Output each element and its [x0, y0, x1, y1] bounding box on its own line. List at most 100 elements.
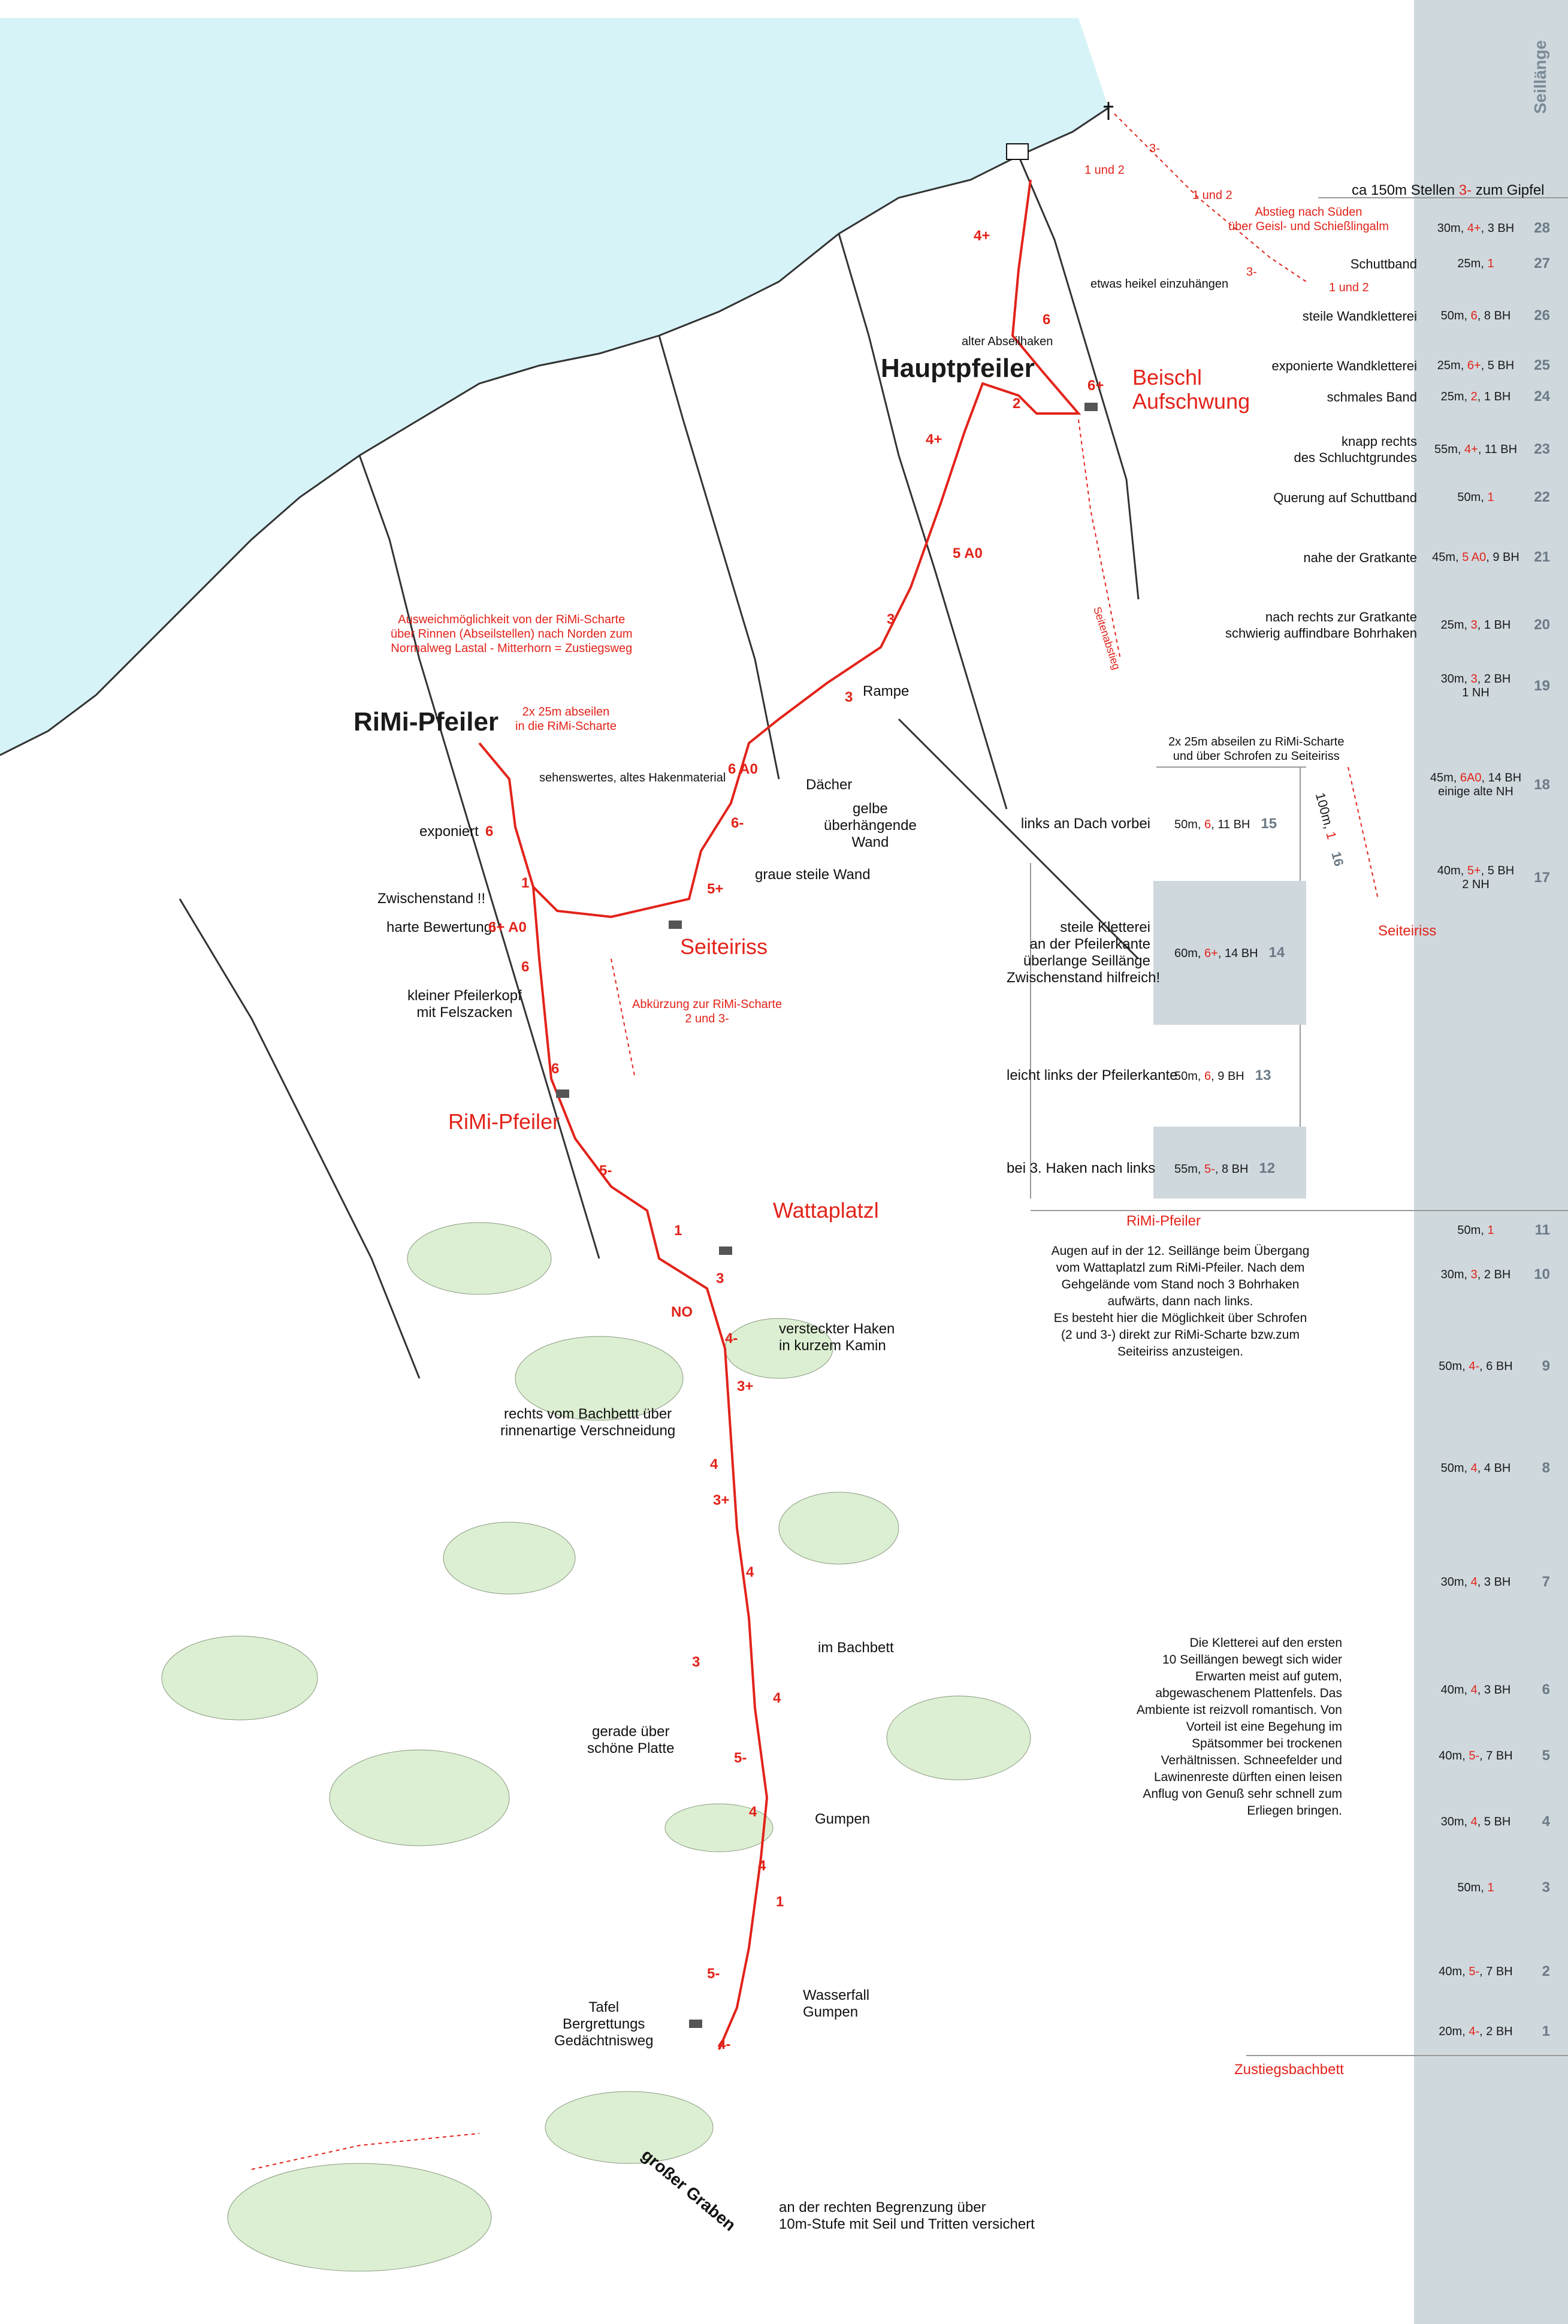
route-grade: 3+ [713, 1492, 730, 1508]
rimi-pitch-shading [1153, 881, 1306, 1199]
route-grade: 1 [521, 875, 530, 891]
rimi-header: 2x 25m abseilen zu RiMi-Scharte und über… [1168, 735, 1345, 763]
route-grade: 6 [1043, 312, 1051, 328]
pitch-row-shading [1414, 1426, 1568, 1510]
pitch-number: 7 [1542, 1574, 1550, 1590]
pitch-number: 25 [1534, 357, 1550, 373]
pitch-grade: 6A0 [1460, 771, 1482, 784]
pitch-grade: 4 [1470, 1575, 1478, 1589]
pitch-info: 20m, 4-, 2 BH [1439, 2024, 1513, 2038]
pitch-info: 40m, 5-, 7 BH [1439, 1749, 1513, 1762]
sky-area [0, 18, 1108, 755]
route-grade: 3 [845, 689, 853, 705]
pitch-number: 3 [1542, 1879, 1550, 1896]
summit-note: ca 150m Stellen 3- zum Gipfel [1352, 182, 1545, 198]
abkuerzung-note: Abkürzung zur RiMi-Scharte 2 und 3- [632, 998, 783, 1025]
pitch-row-shading [1414, 1256, 1568, 1293]
route-grade: 4 [758, 1858, 766, 1874]
descent-grade-b: 3- [1246, 265, 1257, 279]
pitch-grade: 1 [1487, 1223, 1494, 1237]
pitch-grade: 2 [1470, 390, 1478, 403]
pitch-row-2: 40m, 5-, 7 BH 2 [1366, 1942, 1568, 2002]
tafel-label: Tafel Bergrettungs Gedächtnisweg [554, 1999, 654, 2049]
pitch-row-26: 50m, 6, 8 BH 26 [1366, 294, 1568, 338]
pitch-grade: 4- [1469, 1359, 1480, 1373]
pitch-info: 30m, 4, 5 BH [1440, 1815, 1511, 1828]
pitch-number: 27 [1534, 255, 1550, 271]
route-grade: 6+ [1087, 378, 1104, 394]
route-grade: 4- [725, 1330, 738, 1347]
pitch-number: 22 [1534, 489, 1550, 505]
pitch-row-shading [1414, 527, 1568, 587]
pitch-number: 26 [1534, 307, 1550, 324]
route-grade: 5- [707, 1966, 720, 1982]
rimi-pitch-description: bei 3. Haken nach links [1007, 1160, 1156, 1176]
route-grade: 2 [1013, 396, 1021, 412]
pitch-grade: 4- [1469, 2024, 1480, 2038]
route-grade: 5 A0 [953, 545, 983, 562]
note-rimi-transition: Augen auf in der 12. Seillänge beim Über… [1051, 1244, 1310, 1359]
rechts-bachbett-label: rechts vom Bachbettt über rinnenartige V… [500, 1406, 676, 1439]
pitch-info: 50m, 1 [1457, 1223, 1494, 1237]
rimi-pitch-description: leicht links der Pfeilerkante [1007, 1067, 1178, 1083]
rimi-pfeiler-red-label: RiMi-Pfeiler [448, 1109, 560, 1134]
pitch-number: 19 [1534, 678, 1550, 694]
pitch-number: 8 [1542, 1460, 1550, 1476]
ausweich-note: Ausweichmöglichkeit von der RiMi-Scharte… [391, 613, 633, 655]
rampe-label: Rampe [863, 683, 910, 699]
pitch-description: Querung auf Schuttband [1273, 490, 1417, 505]
pitch-info: 50m, 6, 8 BH [1440, 309, 1511, 322]
pitch-info: 50m, 1 [1457, 490, 1494, 504]
exponiert-grade: 6 [485, 823, 494, 840]
pitch-grade: 1 [1487, 490, 1494, 504]
pitch-info: 45m, 5 A0, 9 BH [1432, 550, 1519, 564]
rimi-pfeiler-title: RiMi-Pfeiler [354, 707, 499, 737]
pitch-info: 30m, 4+, 3 BH [1437, 221, 1515, 235]
pitch-info: 40m, 5-, 7 BH [1439, 1964, 1513, 1978]
pitch-grade: 3 [1470, 672, 1478, 686]
pitch-number: 18 [1534, 777, 1550, 793]
hauptpfeiler-label: Hauptpfeiler [881, 354, 1035, 383]
harte-grade: 6+ A0 [488, 919, 527, 935]
pitch-info: 50m, 1 [1457, 1881, 1494, 1894]
pitch-description: steile Wandkletterei [1302, 308, 1417, 324]
route-grade: 6 [551, 1061, 560, 1077]
an-der-rechten-label: an der rechten Begrenzung über 10m-Stufe… [779, 2199, 1035, 2232]
gumpen-label: Gumpen [815, 1811, 871, 1827]
vegetation [161, 1222, 1031, 2272]
pitch-number: 2 [1542, 1963, 1550, 1979]
seiteiriss-label: Seiteiriss [680, 934, 768, 959]
seiteiriss-right-label: Seiteiriss [1378, 923, 1437, 939]
route-grade: 4+ [926, 431, 942, 448]
pitch-number: 5 [1542, 1747, 1550, 1764]
pitch-number: 20 [1534, 617, 1550, 633]
pitch-row-shading [1414, 1792, 1568, 1852]
pitch-row-shading [1414, 1942, 1568, 2002]
pitch-number: 17 [1534, 870, 1550, 886]
route-grade: 5- [734, 1750, 747, 1766]
exponiert-label: exponiert [419, 823, 479, 840]
pitch-number: 28 [1534, 220, 1550, 236]
route-grade: 1 [776, 1894, 784, 1910]
abseilen-scharte-note: 2x 25m abseilen in die RiMi-Scharte [515, 705, 617, 733]
climbing-route [478, 179, 1081, 2050]
pitch-row-22: 50m, 1 22 [1366, 479, 1568, 515]
summit-book [1006, 143, 1029, 160]
pitch-description: nahe der Gratkante [1303, 550, 1417, 565]
pitch-grade: 6 [1204, 818, 1212, 831]
pitch-grade: 4 [1470, 1683, 1478, 1697]
route-grade: 3 [887, 611, 895, 627]
pitch-info: 55m, 4+, 11 BH [1434, 442, 1518, 456]
